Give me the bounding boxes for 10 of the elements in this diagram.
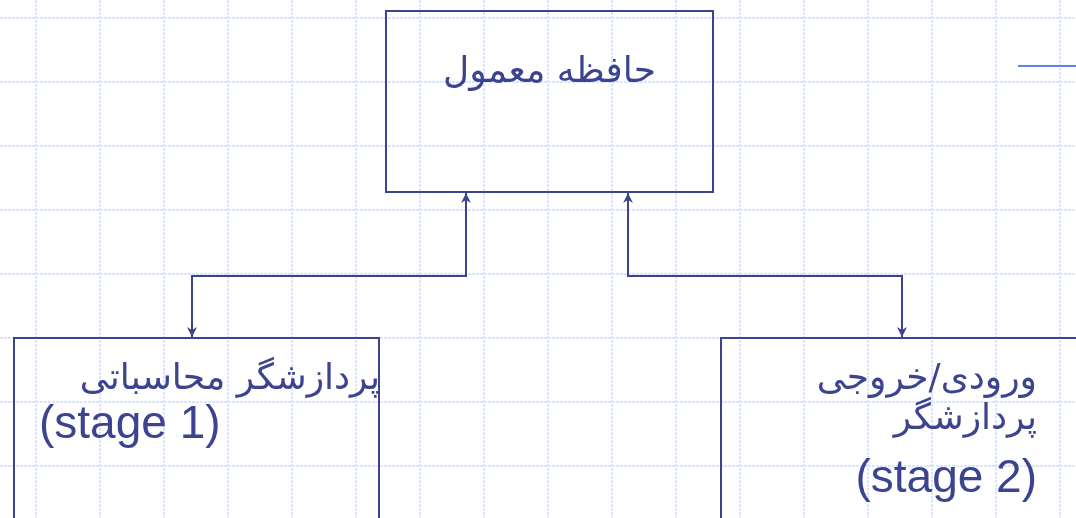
processor-box — [13, 337, 380, 518]
box-text: پردازشگر محاسباتی — [78, 357, 380, 397]
box-text: ورودی/خروجی پردازشگر — [815, 357, 1037, 437]
box-text: حافظه معمول — [442, 50, 657, 90]
box-text: (stage 1) — [39, 397, 222, 448]
memory-box — [385, 10, 714, 193]
box-text: (stage 2) — [854, 451, 1037, 502]
arrow — [187, 192, 471, 338]
processor-box — [720, 337, 1076, 518]
arrow — [623, 192, 907, 338]
